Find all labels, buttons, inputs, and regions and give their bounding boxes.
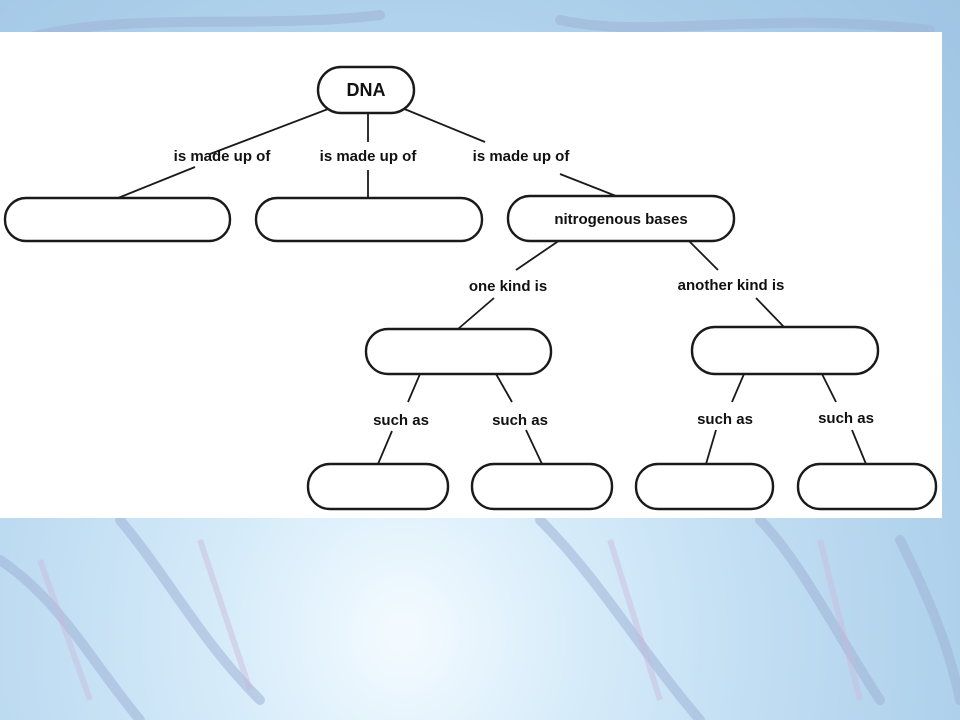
edge-dna-right xyxy=(401,107,486,143)
concept-map: is made up of is made up of is made up o… xyxy=(3,65,938,511)
link-label-such-as-1: such as xyxy=(373,412,429,429)
edge-another-kind2 xyxy=(755,297,785,328)
concept-nodes: DNA nitrogenous bases xyxy=(3,65,938,511)
node-dna-label: DNA xyxy=(347,80,386,100)
node-example-4 xyxy=(796,462,938,511)
edge-left-comp1 xyxy=(117,166,196,199)
edge-right-bases xyxy=(559,173,617,197)
edge-kind2-such4 xyxy=(821,373,837,403)
link-label-another-kind: another kind is xyxy=(678,277,785,294)
node-nitrogenous-bases: nitrogenous bases xyxy=(506,194,736,243)
node-kind-2 xyxy=(690,325,880,376)
edge-dna-left xyxy=(209,105,337,155)
link-label-made-up-3: is made up of xyxy=(473,148,571,165)
edge-bases-onekind xyxy=(515,239,561,271)
edge-such3-ex3 xyxy=(705,429,717,465)
link-label-one-kind: one kind is xyxy=(469,278,547,295)
edge-such2-ex2 xyxy=(525,429,543,465)
node-component-2 xyxy=(254,196,484,243)
link-labels: is made up of is made up of is made up o… xyxy=(174,148,874,429)
edge-onekind-kind1 xyxy=(457,297,495,330)
edge-kind2-such3 xyxy=(731,373,745,403)
node-nitrogenous-bases-label: nitrogenous bases xyxy=(554,211,687,228)
node-component-1 xyxy=(3,196,232,243)
edge-kind1-such1 xyxy=(407,373,421,403)
link-label-such-as-3: such as xyxy=(697,411,753,428)
node-kind-1 xyxy=(364,327,553,376)
connectors xyxy=(117,105,867,465)
node-example-3 xyxy=(634,462,775,511)
link-label-such-as-4: such as xyxy=(818,410,874,427)
link-label-made-up-2: is made up of xyxy=(320,148,418,165)
node-dna: DNA xyxy=(316,65,416,115)
link-label-such-as-2: such as xyxy=(492,412,548,429)
link-label-made-up-1: is made up of xyxy=(174,148,272,165)
edge-such4-ex4 xyxy=(851,429,867,465)
node-example-2 xyxy=(470,462,614,511)
diagram-panel xyxy=(0,32,942,518)
edge-kind1-such2 xyxy=(495,373,513,403)
node-example-1 xyxy=(306,462,450,511)
edge-bases-another xyxy=(687,239,719,271)
edge-such1-ex1 xyxy=(377,430,393,465)
